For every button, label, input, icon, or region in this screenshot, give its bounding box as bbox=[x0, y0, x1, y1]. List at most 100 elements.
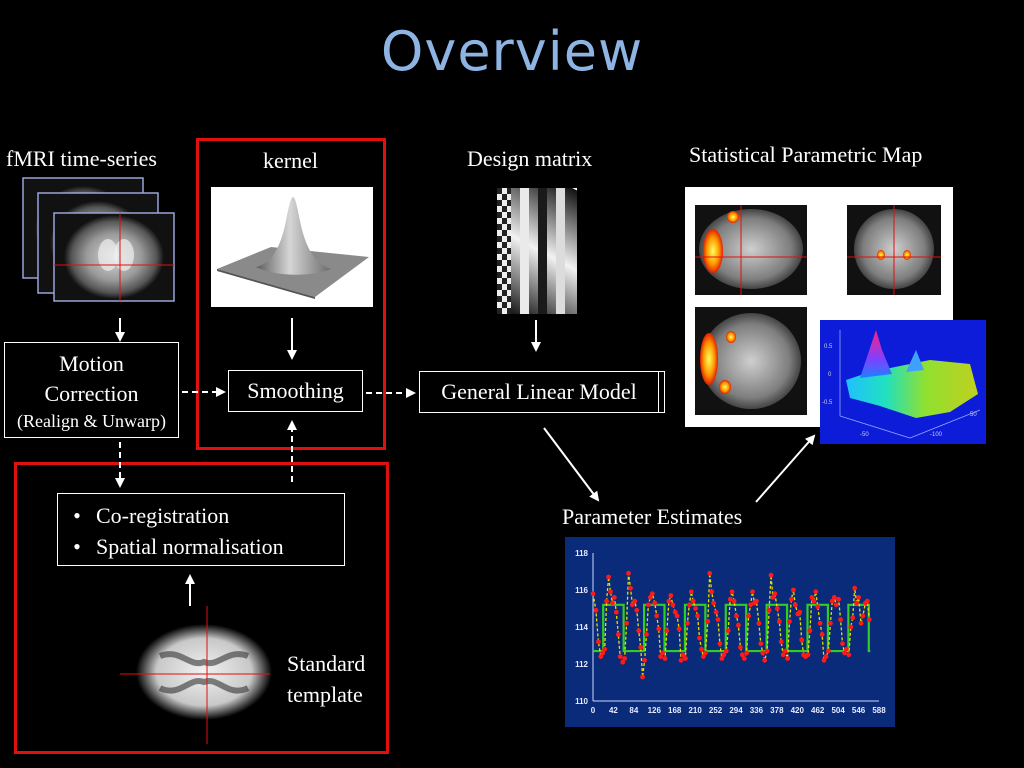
data-point bbox=[610, 600, 615, 606]
data-point bbox=[741, 656, 747, 661]
data-point bbox=[864, 598, 870, 604]
data-point bbox=[672, 609, 678, 615]
data-point bbox=[846, 652, 852, 658]
y-tick-label: 118 bbox=[575, 549, 588, 558]
data-point bbox=[821, 657, 827, 663]
data-point bbox=[805, 652, 811, 658]
data-point bbox=[602, 646, 608, 652]
data-point bbox=[850, 615, 856, 621]
observed-data-line bbox=[592, 573, 870, 678]
x-tick-label: 252 bbox=[709, 706, 723, 715]
x-tick-label: 210 bbox=[688, 706, 702, 715]
data-point bbox=[811, 598, 817, 604]
data-point bbox=[772, 591, 778, 597]
y-tick-label: 116 bbox=[575, 586, 588, 595]
data-point bbox=[596, 639, 601, 645]
fmri-slice-front bbox=[53, 212, 175, 302]
motion-correction-line1: Motion bbox=[59, 351, 124, 376]
coregistration-box: Co-registration Spatial normalisation bbox=[57, 493, 345, 566]
data-point bbox=[705, 619, 711, 624]
data-point bbox=[817, 620, 823, 626]
svg-text:-100: -100 bbox=[930, 432, 943, 438]
data-point bbox=[628, 585, 633, 591]
data-point bbox=[668, 593, 674, 598]
data-point bbox=[622, 656, 627, 661]
data-point bbox=[664, 628, 670, 634]
glm-box-bracket bbox=[659, 371, 665, 413]
data-point bbox=[630, 602, 635, 608]
data-point bbox=[688, 589, 694, 595]
data-point bbox=[640, 674, 645, 680]
data-point bbox=[697, 635, 702, 641]
data-point bbox=[838, 617, 843, 622]
data-point bbox=[649, 591, 655, 597]
data-point bbox=[770, 595, 776, 600]
data-point bbox=[750, 589, 755, 595]
data-point bbox=[856, 595, 861, 600]
data-point bbox=[744, 650, 750, 656]
svg-text:-50: -50 bbox=[860, 432, 869, 438]
data-point bbox=[799, 637, 805, 643]
motion-correction-line3: (Realign & Unwarp) bbox=[17, 411, 166, 431]
data-point bbox=[831, 595, 837, 600]
motion-correction-box: Motion Correction (Realign & Unwarp) bbox=[4, 342, 179, 438]
data-point bbox=[680, 652, 686, 658]
data-point bbox=[792, 602, 798, 608]
data-point bbox=[658, 654, 663, 659]
gaussian-kernel-image bbox=[211, 187, 373, 307]
data-point bbox=[823, 654, 829, 659]
arrow-estimates-to-spm bbox=[755, 434, 816, 503]
data-point bbox=[654, 613, 660, 619]
data-point bbox=[782, 648, 788, 654]
data-point bbox=[620, 659, 626, 665]
data-point bbox=[809, 595, 815, 600]
data-point bbox=[646, 602, 651, 608]
svg-text:-0.5: -0.5 bbox=[822, 400, 833, 406]
data-point bbox=[866, 617, 872, 622]
data-point bbox=[711, 600, 716, 606]
x-tick-label: 84 bbox=[629, 706, 638, 715]
data-point bbox=[636, 628, 642, 634]
data-point bbox=[604, 598, 609, 604]
fmri-label: fMRI time-series bbox=[6, 146, 157, 171]
spm-brain-panel bbox=[685, 187, 953, 427]
data-point bbox=[721, 652, 727, 658]
data-point bbox=[746, 613, 751, 619]
data-point bbox=[758, 641, 764, 647]
data-point bbox=[648, 595, 653, 600]
motion-correction-line2: Correction bbox=[44, 381, 139, 406]
data-point bbox=[729, 589, 735, 595]
data-point bbox=[829, 598, 835, 604]
data-point bbox=[709, 589, 715, 595]
data-point bbox=[678, 657, 684, 663]
data-point bbox=[593, 607, 599, 613]
data-point bbox=[644, 632, 649, 637]
data-point bbox=[766, 607, 772, 613]
svg-text:50: 50 bbox=[970, 412, 977, 418]
data-point bbox=[662, 656, 668, 661]
data-point bbox=[615, 632, 621, 637]
spatial-normalisation-item: Spatial normalisation bbox=[58, 531, 344, 562]
data-point bbox=[612, 595, 617, 600]
data-point bbox=[764, 648, 770, 654]
data-point bbox=[693, 606, 698, 611]
data-point bbox=[713, 609, 719, 615]
x-tick-label: 462 bbox=[811, 706, 825, 715]
data-point bbox=[736, 622, 741, 628]
design-matrix-image bbox=[497, 188, 577, 314]
data-point bbox=[707, 570, 713, 576]
y-tick-label: 112 bbox=[575, 660, 588, 669]
spm-sagittal-slice bbox=[695, 205, 807, 295]
svg-text:0.5: 0.5 bbox=[824, 344, 833, 350]
data-point bbox=[858, 620, 864, 626]
data-point bbox=[739, 652, 745, 658]
data-point bbox=[617, 654, 623, 659]
data-point bbox=[852, 585, 858, 591]
spm-3d-surface-plot: 0.5 0 -0.5 -50 -100 50 bbox=[820, 320, 986, 444]
data-point bbox=[660, 650, 665, 656]
data-point bbox=[699, 646, 704, 652]
data-point bbox=[686, 602, 692, 608]
glm-box: General Linear Model bbox=[419, 371, 659, 413]
